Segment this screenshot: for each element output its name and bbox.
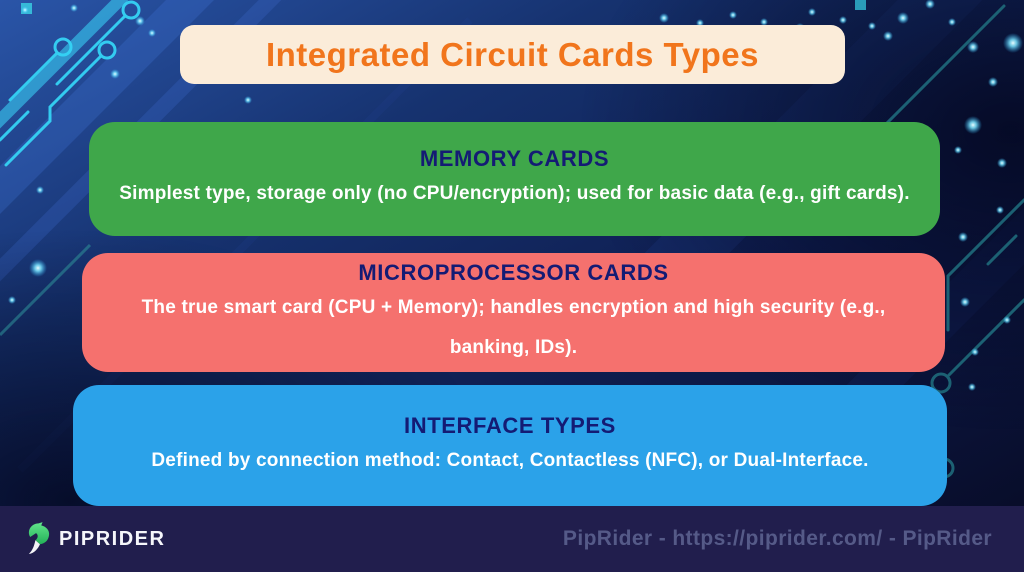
card-memory-cards: MEMORY CARDS Simplest type, storage only…: [89, 122, 940, 236]
footer-bar: PIPRIDER PipRider - https://piprider.com…: [0, 506, 1024, 572]
card-description: Simplest type, storage only (no CPU/encr…: [119, 183, 910, 204]
brand-name: PIPRIDER: [59, 527, 166, 550]
card-heading: MICROPROCESSOR CARDS: [358, 259, 669, 285]
circuit-trace-mid: [0, 243, 92, 337]
circuit-traces-bright: [0, 0, 141, 167]
title-banner: Integrated Circuit Cards Types: [180, 25, 845, 84]
card-heading: INTERFACE TYPES: [404, 412, 616, 438]
footer-credit-text: PipRider - https://piprider.com/ - PipRi…: [562, 527, 992, 550]
card-description: Defined by connection method: Contact, C…: [151, 449, 869, 471]
card-interface-types: INTERFACE TYPES Defined by connection me…: [73, 385, 947, 506]
piprider-brand: PIPRIDER: [25, 518, 165, 560]
page-title: Integrated Circuit Cards Types: [265, 35, 759, 73]
piprider-logo-icon: [28, 522, 50, 554]
card-description: The true smart card (CPU + Memory); hand…: [141, 296, 886, 358]
card-microprocessor-cards: MICROPROCESSOR CARDS The true smart card…: [82, 253, 945, 372]
card-heading: MEMORY CARDS: [419, 146, 610, 171]
